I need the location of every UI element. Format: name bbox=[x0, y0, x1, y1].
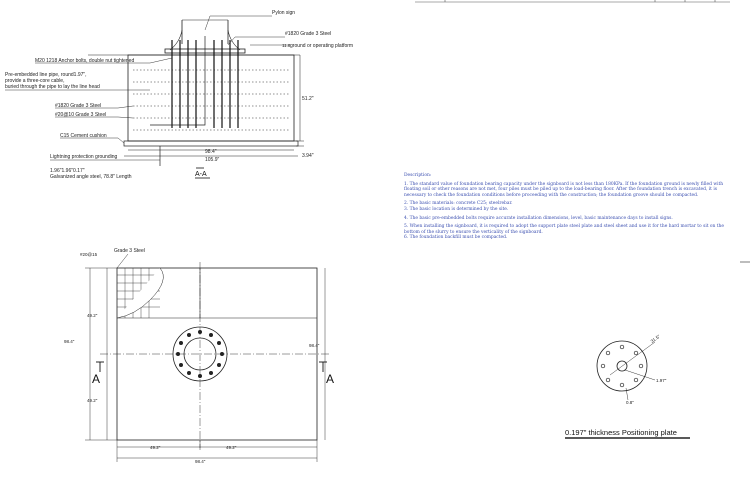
title-block bbox=[415, 0, 730, 3]
plan-dimensions bbox=[85, 267, 326, 462]
anchor-bolts-label: M20 1218 Anchor bolts, double nut tighte… bbox=[35, 58, 134, 64]
grade3-mid-label: #1820 Grade 3 Steel bbox=[55, 103, 101, 109]
description-item-4: 5. When installing the signboard, it is … bbox=[404, 224, 724, 241]
top-dim-label: 11.8 bbox=[282, 43, 291, 48]
rebar-rows bbox=[133, 69, 290, 131]
bolt-ring-outer bbox=[172, 326, 228, 382]
dim-base: 3.94" bbox=[302, 153, 314, 159]
angle-label-2: Galvanized angle steel, 78.8" Length bbox=[50, 174, 132, 180]
section-label-right: A bbox=[326, 372, 334, 386]
dim-left-top: 49.2" bbox=[87, 313, 98, 318]
section-dimensions bbox=[124, 55, 304, 157]
section-mark-label: A-A bbox=[195, 171, 207, 178]
dim-right-total: 98.4" bbox=[309, 343, 320, 348]
section-markers bbox=[96, 361, 327, 372]
dim-width-inner: 98.4" bbox=[205, 149, 217, 155]
plate-dim-small: 0.8" bbox=[626, 400, 634, 405]
plate-center-hole bbox=[616, 360, 628, 372]
dim-width-outer: 105.9" bbox=[205, 157, 220, 163]
grade3-prefix: #20@15 bbox=[80, 252, 98, 257]
cement-cushion bbox=[123, 140, 299, 147]
description-title: Description: bbox=[404, 173, 432, 178]
pipe-label-2: provide a three-core cable, bbox=[5, 78, 64, 84]
description-item-2: 2. The basic materials: concrete C25; st… bbox=[404, 201, 513, 212]
grade3-top-label: #1820 Grade 3 Steel bbox=[285, 31, 331, 37]
section-view: Pylon sign #1820 Grade 3 Steel ground or… bbox=[5, 10, 353, 180]
plan-view: #20@15 Grade 3 Steel 49.2" 49.2" 98.4" 9… bbox=[64, 248, 334, 464]
plate-outer-circle bbox=[596, 340, 648, 392]
dim-left-total: 98.4" bbox=[64, 339, 75, 344]
grade3-low-label: #20@10 Grade 3 Steel bbox=[55, 112, 106, 118]
plate-holes bbox=[600, 344, 644, 388]
dim-height: 51.2" bbox=[302, 96, 314, 102]
description-item-1: 1. The standard value of foundation bear… bbox=[404, 181, 724, 198]
dim-bottom-left: 49.2" bbox=[150, 445, 161, 450]
plate-dim-outer: 31.5" bbox=[650, 334, 662, 344]
pipe-label-3: buried through the pipe to lay the line … bbox=[5, 84, 100, 90]
angle-label-1: 1.96"1.96"0.17" bbox=[50, 168, 85, 174]
plate-dim-hole: 1.97" bbox=[656, 378, 667, 383]
bolt-ring-inner bbox=[183, 337, 217, 371]
pipe-label-1: Pre-embedded line pipe, round1.97", bbox=[5, 72, 87, 78]
dim-left-bottom: 49.2" bbox=[87, 398, 98, 403]
lightning-label: Lightning protection grounding bbox=[50, 154, 117, 160]
dim-bottom-right: 49.2" bbox=[226, 445, 237, 450]
platform-label: ground or operating platform bbox=[290, 43, 353, 49]
bolt-holes bbox=[176, 330, 224, 378]
description-notes: Description: 1. The standard value of fo… bbox=[404, 173, 740, 244]
line-pipe bbox=[150, 36, 206, 126]
positioning-plate: 31.5" 1.97" 0.8" 0.197" thickness Positi… bbox=[565, 334, 690, 439]
pylon-shaft bbox=[181, 20, 229, 44]
pylon-sign-label: Pylon sign bbox=[272, 10, 295, 16]
grade3-label: Grade 3 Steel bbox=[114, 248, 145, 254]
section-label-left: A bbox=[92, 372, 100, 386]
cement-label: C15 Cement cushion bbox=[60, 133, 107, 139]
mesh-break-curve bbox=[116, 267, 164, 319]
plate-caption: 0.197" thickness Positioning plate bbox=[565, 428, 677, 437]
leader-lines bbox=[5, 15, 290, 161]
foundation-body bbox=[127, 54, 295, 142]
plan-centerlines bbox=[100, 262, 330, 448]
dim-bottom-total: 98.4" bbox=[195, 459, 206, 464]
anchor-bolts bbox=[171, 40, 239, 128]
description-item-3: 4. The basic pre-embedded bolts require … bbox=[404, 215, 673, 221]
